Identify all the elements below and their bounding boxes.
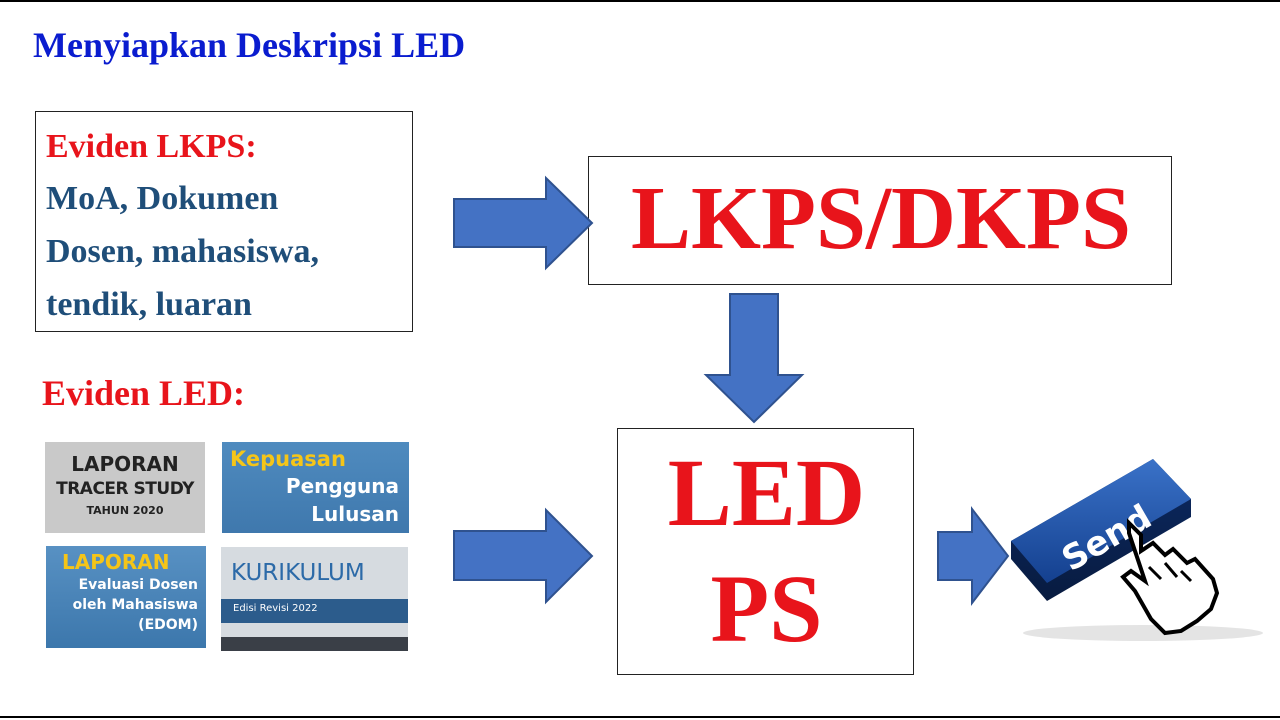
thumb-text: Edisi Revisi 2022 xyxy=(233,603,318,614)
thumb-band xyxy=(221,599,408,623)
thumb-text: Lulusan xyxy=(311,502,399,526)
right-arrow-icon xyxy=(453,175,594,271)
thumb-footer-band xyxy=(221,637,408,651)
thumb-text: KURIKULUM xyxy=(231,560,365,586)
thumb-text: TRACER STUDY xyxy=(56,479,194,499)
slide-title: Menyiapkan Deskripsi LED xyxy=(33,25,466,65)
lkps-evidence-line: MoA, Dokumen xyxy=(46,180,279,217)
thumb-text: LAPORAN xyxy=(71,452,179,476)
lkps-evidence-line: Dosen, mahasiswa, xyxy=(46,233,319,270)
top-border xyxy=(0,0,1280,2)
thumb-text: Evaluasi Dosen xyxy=(78,577,198,593)
thumb-text: Kepuasan xyxy=(230,447,346,471)
bottom-border xyxy=(0,716,1280,718)
led-ps-box: LED PS xyxy=(617,428,914,675)
led-evidence-heading: Eviden LED: xyxy=(42,373,246,413)
thumb-text: LAPORAN xyxy=(62,550,170,574)
edom-report-thumbnail: LAPORAN Evaluasi Dosen oleh Mahasiswa (E… xyxy=(46,546,206,648)
lkps-dkps-box: LKPS/DKPS xyxy=(588,156,1172,285)
lkps-evidence-heading: Eviden LKPS: xyxy=(46,128,257,165)
lkps-evidence-line: tendik, luaran xyxy=(46,286,252,323)
send-key-image: Send xyxy=(1011,459,1263,641)
down-arrow-icon xyxy=(703,293,805,424)
lkps-dkps-label: LKPS/DKPS xyxy=(630,169,1132,268)
ps-label: PS xyxy=(710,555,823,662)
lkps-evidence-box: Eviden LKPS: MoA, Dokumen Dosen, mahasis… xyxy=(35,111,413,332)
right-arrow-icon xyxy=(937,506,1010,606)
curriculum-thumbnail: KURIKULUM Edisi Revisi 2022 xyxy=(221,547,408,651)
thumb-text: oleh Mahasiswa xyxy=(72,597,198,613)
thumb-text: (EDOM) xyxy=(138,617,198,633)
user-satisfaction-thumbnail: Kepuasan Pengguna Lulusan xyxy=(222,442,409,533)
led-label: LED xyxy=(667,439,866,546)
tracer-study-report-thumbnail: LAPORAN TRACER STUDY TAHUN 2020 xyxy=(45,442,205,533)
thumb-text: Pengguna xyxy=(285,474,399,498)
hand-pointer-icon xyxy=(1120,518,1220,636)
thumb-text: TAHUN 2020 xyxy=(86,504,164,517)
right-arrow-icon xyxy=(453,507,594,605)
